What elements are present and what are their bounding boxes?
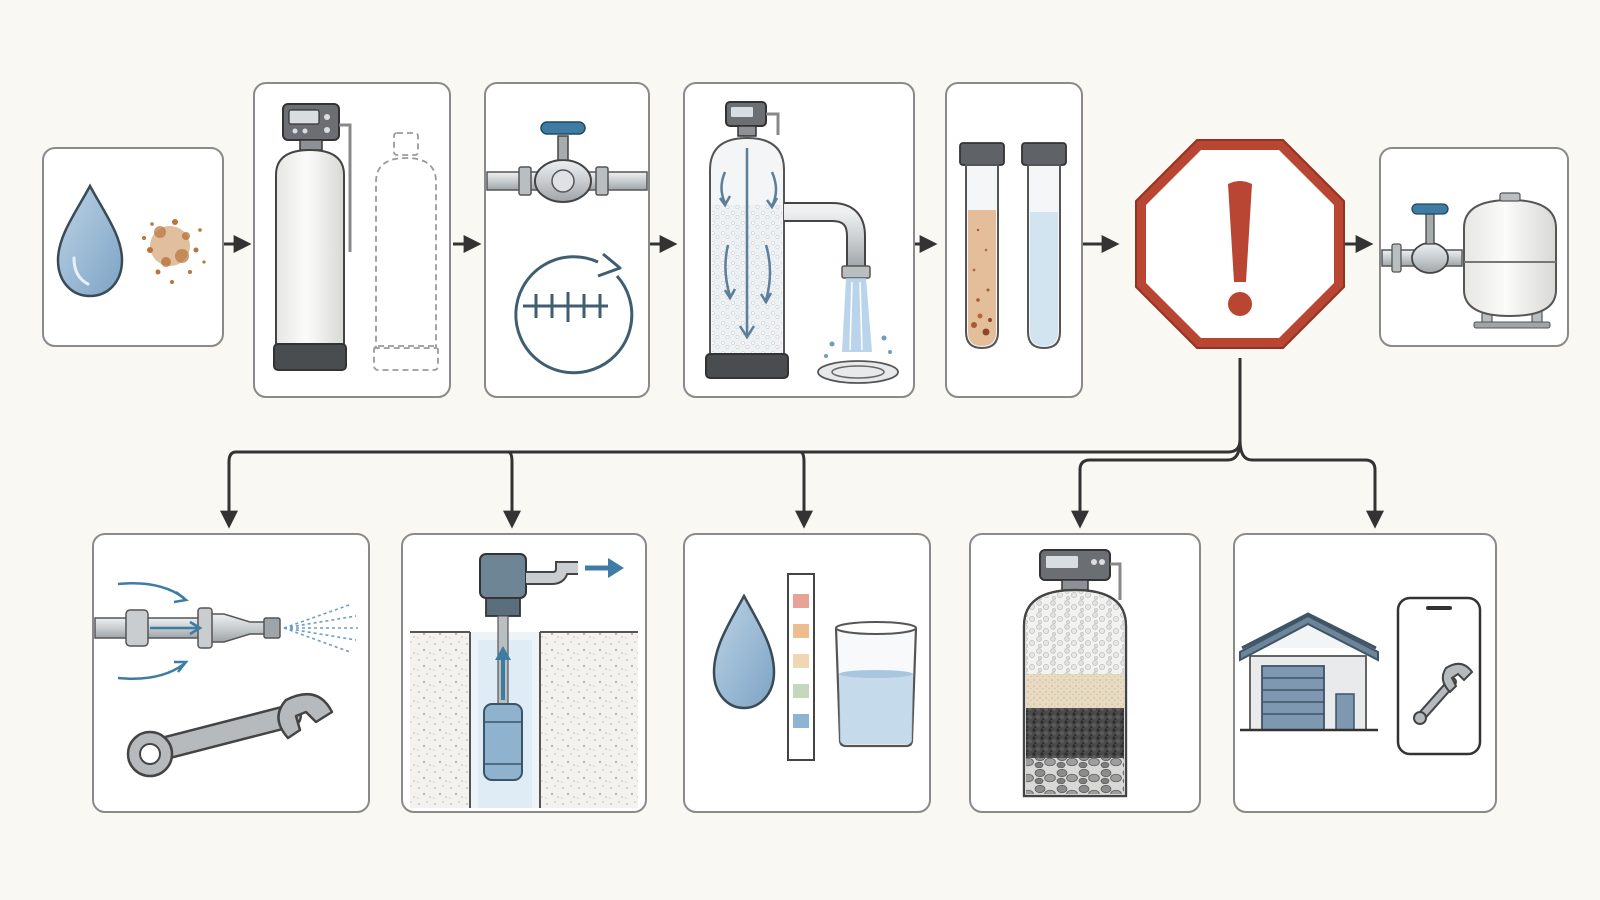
card-bypass-valve-cycle [484, 82, 650, 398]
card-professional-service [1233, 533, 1497, 813]
wrench-icon [126, 692, 334, 778]
drain-outlet-icon [784, 202, 899, 384]
card-well-pump [401, 533, 647, 813]
clear-sample-tube-icon [1021, 142, 1067, 350]
softener-tank-icon [273, 103, 352, 371]
valve-icon [1381, 203, 1463, 274]
card-water-testing [683, 533, 931, 813]
flow-arrow-icon [495, 558, 624, 700]
media-tank-icon [705, 101, 789, 379]
card-pipe-flow-repair [92, 533, 370, 813]
branch-5 [1238, 439, 1384, 529]
card-sample-comparison [945, 82, 1083, 398]
water-drop-icon [712, 593, 776, 710]
rust-sediment-icon [142, 219, 206, 284]
layered-media-tank-icon [1022, 549, 1128, 798]
branch-2 [503, 450, 521, 529]
branch-3 [795, 450, 813, 529]
replacement-tank-outline-icon [373, 132, 439, 371]
card-softener-tank [253, 82, 451, 398]
beaker-icon [834, 621, 918, 748]
connectors [220, 235, 1384, 529]
garage-icon [1239, 612, 1379, 732]
phone-wrench-icon [1396, 596, 1482, 756]
branch-4 [1071, 439, 1242, 529]
pressure-tank-icon [1463, 192, 1557, 329]
card-backwash-flow [683, 82, 915, 398]
pipe-nozzle-icon [94, 582, 358, 680]
bypass-valve-icon [486, 121, 648, 203]
dirty-sample-tube-icon [959, 142, 1005, 350]
regeneration-cycle-icon [514, 252, 634, 375]
card-water-with-sediment [42, 147, 224, 347]
card-filter-media-layers [969, 533, 1201, 813]
test-strip-icon [787, 573, 815, 761]
stop-alert-icon [1135, 139, 1345, 349]
card-pressure-tank [1379, 147, 1569, 347]
